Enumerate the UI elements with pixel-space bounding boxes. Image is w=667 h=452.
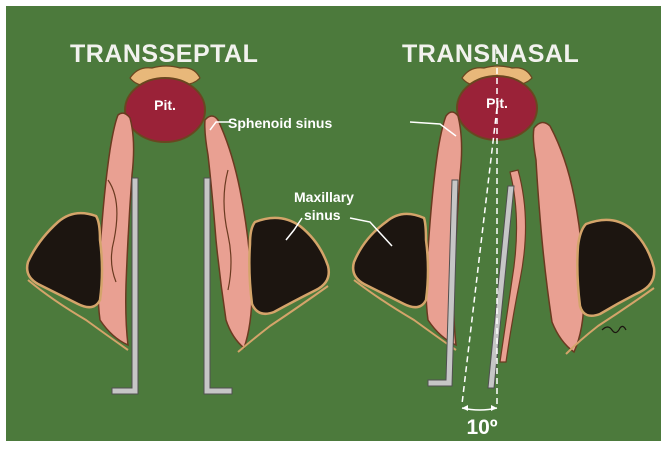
pituitary-label-left: Pit. bbox=[154, 97, 176, 113]
sphenoid-sinus-label: Sphenoid sinus bbox=[228, 115, 332, 131]
title-transnasal: TRANSNASAL bbox=[402, 40, 579, 68]
title-transseptal: TRANSSEPTAL bbox=[70, 40, 258, 68]
angle-label: 10º bbox=[466, 416, 497, 439]
maxillary-sinus-label-line2: sinus bbox=[304, 207, 341, 223]
maxillary-sinus-label-line1: Maxillary bbox=[294, 189, 354, 205]
